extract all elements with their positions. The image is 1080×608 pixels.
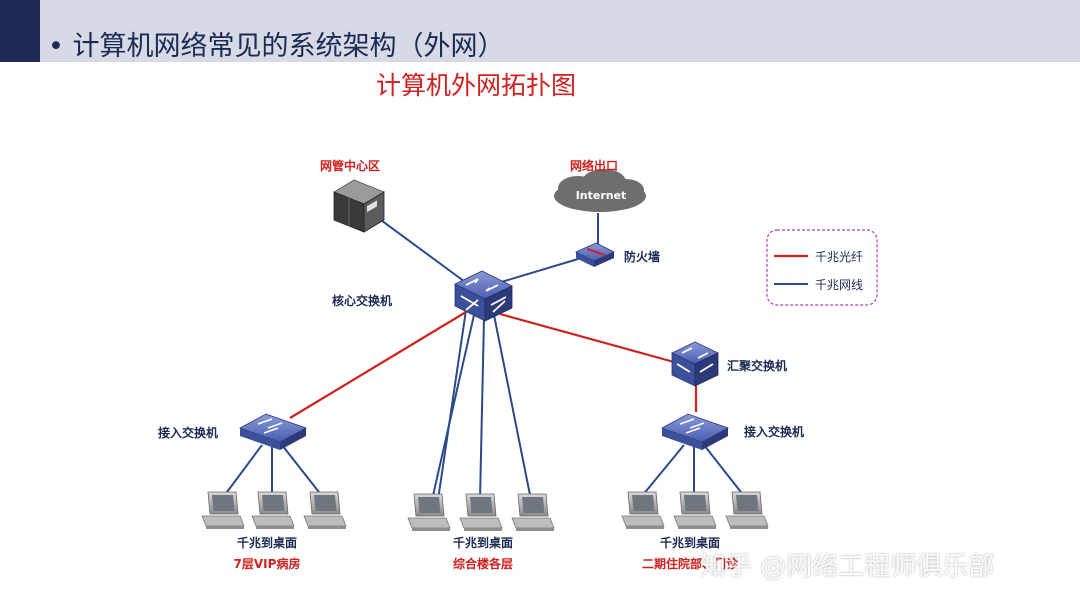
firewall-icon <box>575 242 615 267</box>
nms-zone-label: 网管中心区 <box>320 158 380 173</box>
fiber-core-aggregation <box>499 312 675 364</box>
internet-cloud-label: Internet <box>576 189 627 202</box>
aggregation-switch-icon <box>671 341 719 387</box>
legend-cable-label: 千兆网线 <box>815 278 863 292</box>
cable-links <box>223 211 745 501</box>
fiber-links <box>289 311 698 419</box>
internet-exit-label: 网络出口 <box>570 158 618 173</box>
legend-fiber-label: 千兆光纤 <box>815 250 863 264</box>
computer-icon <box>621 491 665 530</box>
watermark: 知乎 @网络工程师俱乐部 <box>700 552 995 582</box>
computer-icon <box>303 491 347 530</box>
access-switch-left-icon <box>239 413 307 450</box>
slide-title: • 计算机网络常见的系统架构（外网） <box>48 31 505 62</box>
core-switch-label: 核心交换机 <box>332 293 392 308</box>
pc-group-inpatient <box>621 491 769 530</box>
legend: 千兆光纤 千兆网线 <box>766 229 878 306</box>
computer-icon <box>407 493 451 532</box>
computer-icon <box>201 491 245 530</box>
fiber-core-access-left <box>289 311 467 419</box>
access-switch-right-icon <box>661 413 729 450</box>
pc-group-vip <box>201 491 347 530</box>
firewall-label: 防火墙 <box>624 249 660 264</box>
computer-icon <box>251 491 295 530</box>
link-core-pc2b <box>479 317 485 501</box>
group-complex-line2: 综合楼各层 <box>453 556 513 571</box>
access-switch-left-label: 接入交换机 <box>158 425 218 440</box>
link-core-pc2c <box>493 314 532 501</box>
link-core-pc2a <box>431 314 475 501</box>
computer-icon <box>725 491 769 530</box>
pc-group-complex <box>407 493 555 532</box>
access-switch-right-label: 接入交换机 <box>744 424 804 439</box>
link-acc1-pc1c <box>281 444 323 497</box>
header-accent-block <box>0 0 40 62</box>
link-acc2-pc3c <box>703 444 745 497</box>
internet-cloud-icon <box>554 169 646 212</box>
link-firewall-core <box>497 255 589 284</box>
group-inpatient-line1: 千兆到桌面 <box>660 535 720 550</box>
aggregation-switch-label: 汇聚交换机 <box>727 358 787 373</box>
core-switch-icon <box>454 270 513 322</box>
diagram-title: 计算机外网拓扑图 <box>376 71 577 100</box>
link-nms-core <box>369 211 477 291</box>
computer-icon <box>673 491 717 530</box>
group-vip-line2: 7层VIP病房 <box>234 556 301 571</box>
group-complex-line1: 千兆到桌面 <box>453 535 513 550</box>
computer-icon <box>511 493 555 532</box>
group-inpatient-line2: 二期住院部、门诊 <box>642 556 739 571</box>
link-acc2-pc3a <box>641 444 685 497</box>
link-core-pc2d <box>437 309 467 501</box>
group-vip-line1: 千兆到桌面 <box>237 535 297 550</box>
computer-icon <box>459 493 503 532</box>
header-bar: • 计算机网络常见的系统架构（外网） <box>0 0 1080 62</box>
server-rack-icon <box>333 179 385 233</box>
link-acc1-pc1a <box>223 444 263 497</box>
